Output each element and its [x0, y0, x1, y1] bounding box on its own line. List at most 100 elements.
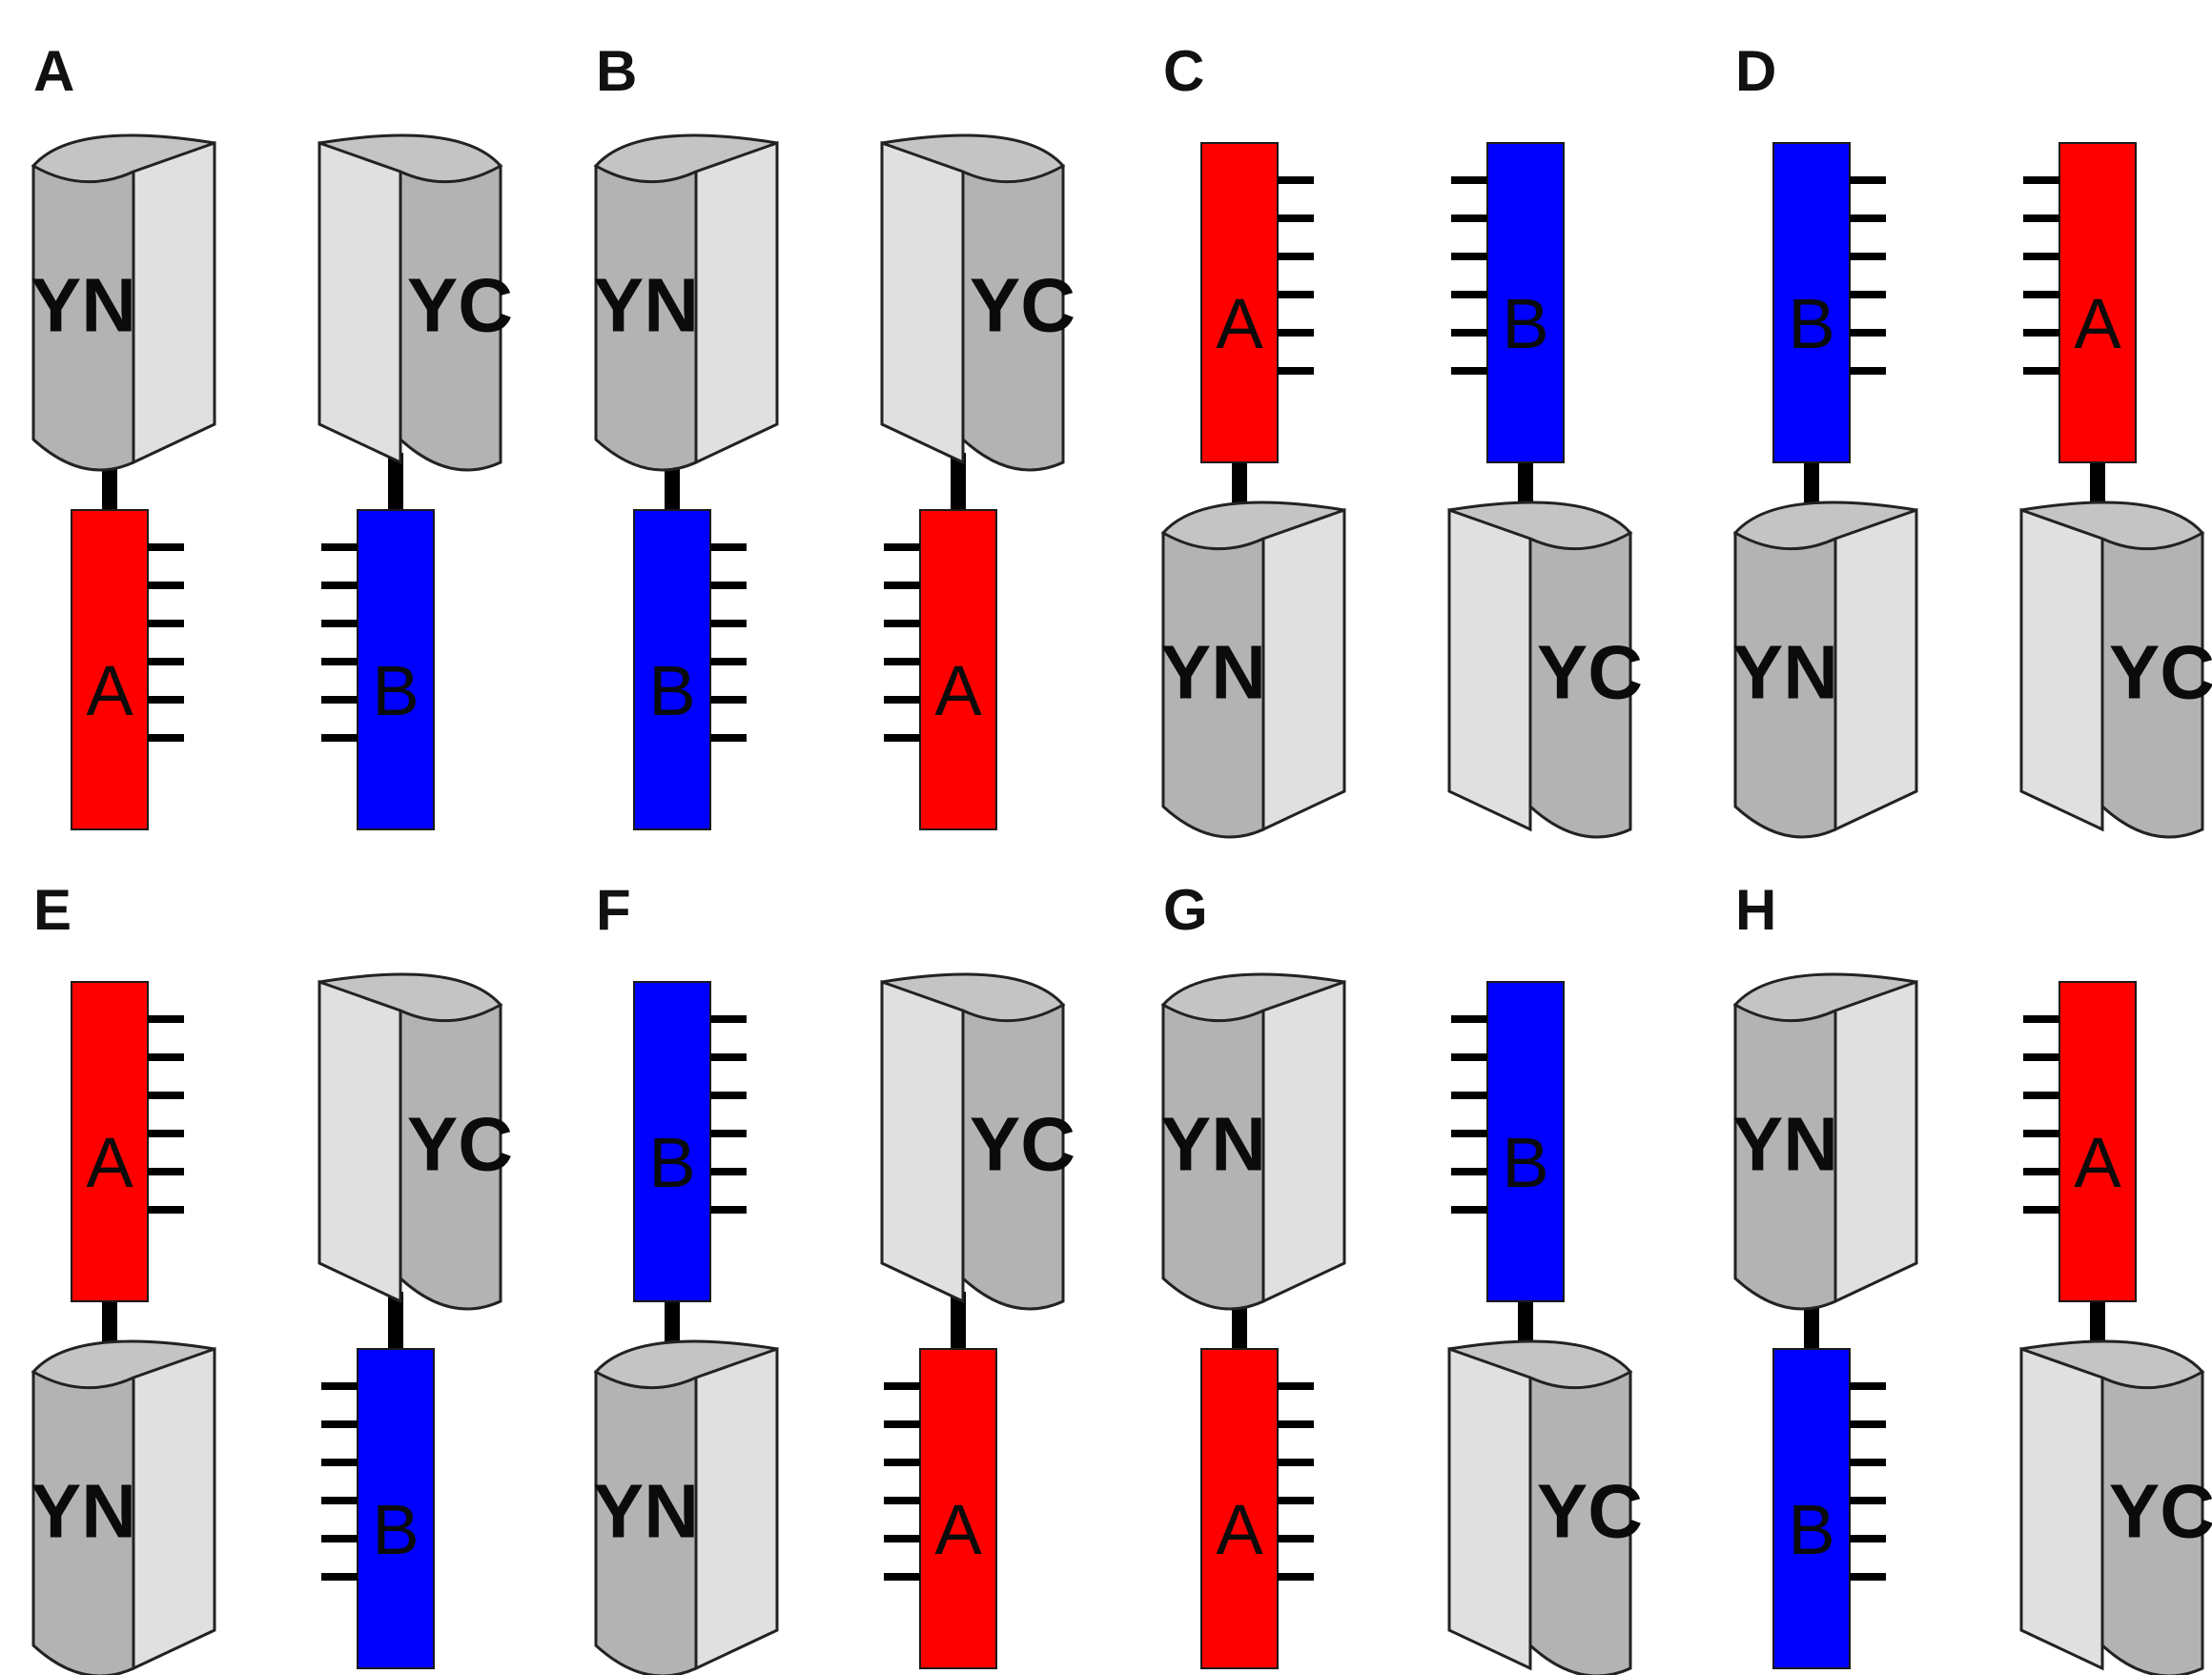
fragment-tooth [884, 696, 920, 704]
fragment-label: B [372, 651, 419, 730]
cylinder-top-cap [1448, 1339, 1633, 1390]
cylinder-side-face [1447, 508, 1532, 832]
fragment-tooth [1278, 1382, 1314, 1390]
cylinder-top-cap [31, 1339, 215, 1390]
cylinder-front-face [961, 164, 1065, 472]
cylinder-side-face [2019, 1347, 2104, 1671]
fragment-tooth [148, 734, 184, 742]
fragment-tooth [321, 1420, 358, 1428]
fragment-bar [633, 981, 711, 1302]
panel-label: G [1163, 878, 1208, 942]
fragment-tooth [148, 696, 184, 704]
fragment-bar [1200, 142, 1279, 463]
fragment-tooth [148, 658, 184, 665]
cylinder-side-face [1833, 980, 1918, 1304]
fragment-tooth [321, 1382, 358, 1390]
fragment-label: B [1502, 284, 1548, 363]
fragment-tooth [2023, 253, 2059, 260]
fragment-tooth [1451, 1168, 1487, 1175]
cylinder-label: YN [31, 1469, 136, 1554]
fragment-tooth [321, 696, 358, 704]
fragment-label: A [2074, 1123, 2121, 1202]
fragment-tooth [1451, 1053, 1487, 1061]
cylinder-label: YC [407, 263, 513, 348]
fragment-tooth [884, 1535, 920, 1542]
fragment-tooth [148, 582, 184, 589]
fragment-tooth [884, 1573, 920, 1581]
fragment-tooth [148, 620, 184, 627]
cylinder-top-cap [881, 972, 1066, 1023]
fragment-bar [1486, 142, 1565, 463]
fragment-tooth [710, 1168, 747, 1175]
panel-label: B [596, 39, 637, 103]
fragment-tooth [1850, 329, 1886, 337]
fragment-tooth [1850, 367, 1886, 375]
cylinder-top-cap [318, 133, 503, 184]
fragment-tooth [884, 1420, 920, 1428]
fragment-tooth [2023, 214, 2059, 222]
cylinder-top-cap [31, 133, 215, 184]
panel-label: C [1163, 39, 1204, 103]
fragment-tooth [710, 696, 747, 704]
fragment-tooth [321, 1573, 358, 1581]
fragment-tooth [884, 582, 920, 589]
fragment-tooth [148, 543, 184, 551]
cylinder-top-cap [1448, 500, 1633, 551]
fragment-bar [1772, 1348, 1851, 1669]
cylinder-side-face [132, 1347, 216, 1671]
fragment-tooth [710, 1206, 747, 1214]
cylinder-front-face [399, 1003, 502, 1311]
cylinder-front-face [594, 164, 698, 472]
cylinder-label: YN [593, 263, 699, 348]
fragment-tooth [710, 734, 747, 742]
fragment-bar [71, 509, 149, 830]
fragment-tooth [148, 1206, 184, 1214]
fragment-tooth [321, 1459, 358, 1466]
fragment-tooth [2023, 1092, 2059, 1099]
fragment-tooth [148, 1092, 184, 1099]
panel-label: D [1735, 39, 1776, 103]
fragment-tooth [1278, 1535, 1314, 1542]
cylinder-top-cap [318, 972, 503, 1023]
fragment-label: B [1788, 284, 1834, 363]
fragment-label: A [86, 651, 133, 730]
fragment-tooth [884, 658, 920, 665]
fragment-tooth [710, 1053, 747, 1061]
fragment-label: B [372, 1490, 419, 1569]
cylinder-front-face [31, 164, 135, 472]
cylinder-label: YC [970, 263, 1075, 348]
cylinder-side-face [1261, 508, 1346, 832]
cylinder-top-cap [881, 133, 1066, 184]
cylinder-side-face [317, 141, 402, 465]
fragment-tooth [1850, 1535, 1886, 1542]
cylinder-front-face [1161, 531, 1265, 839]
panel-label: A [33, 39, 74, 103]
panel-label: E [33, 878, 72, 942]
fragment-tooth [1451, 1130, 1487, 1137]
cylinder-top-cap [593, 133, 778, 184]
cylinder-side-face [132, 141, 216, 465]
fragment-bar [71, 981, 149, 1302]
fragment-label: A [86, 1123, 133, 1202]
fragment-tooth [710, 543, 747, 551]
fragment-bar [1200, 1348, 1279, 1669]
fragment-tooth [1278, 176, 1314, 184]
fragment-tooth [1278, 1420, 1314, 1428]
fragment-tooth [884, 543, 920, 551]
fragment-label: B [1502, 1123, 1548, 1202]
fragment-tooth [1850, 291, 1886, 298]
cylinder-top-cap [1732, 500, 1917, 551]
fragment-tooth [1278, 214, 1314, 222]
fragment-tooth [1278, 1573, 1314, 1581]
fragment-tooth [148, 1053, 184, 1061]
fragment-tooth [710, 582, 747, 589]
fragment-tooth [1850, 176, 1886, 184]
cylinder-top-cap [1732, 972, 1917, 1023]
cylinder-top-cap [2020, 500, 2205, 551]
fragment-tooth [1850, 1459, 1886, 1466]
fragment-tooth [2023, 176, 2059, 184]
